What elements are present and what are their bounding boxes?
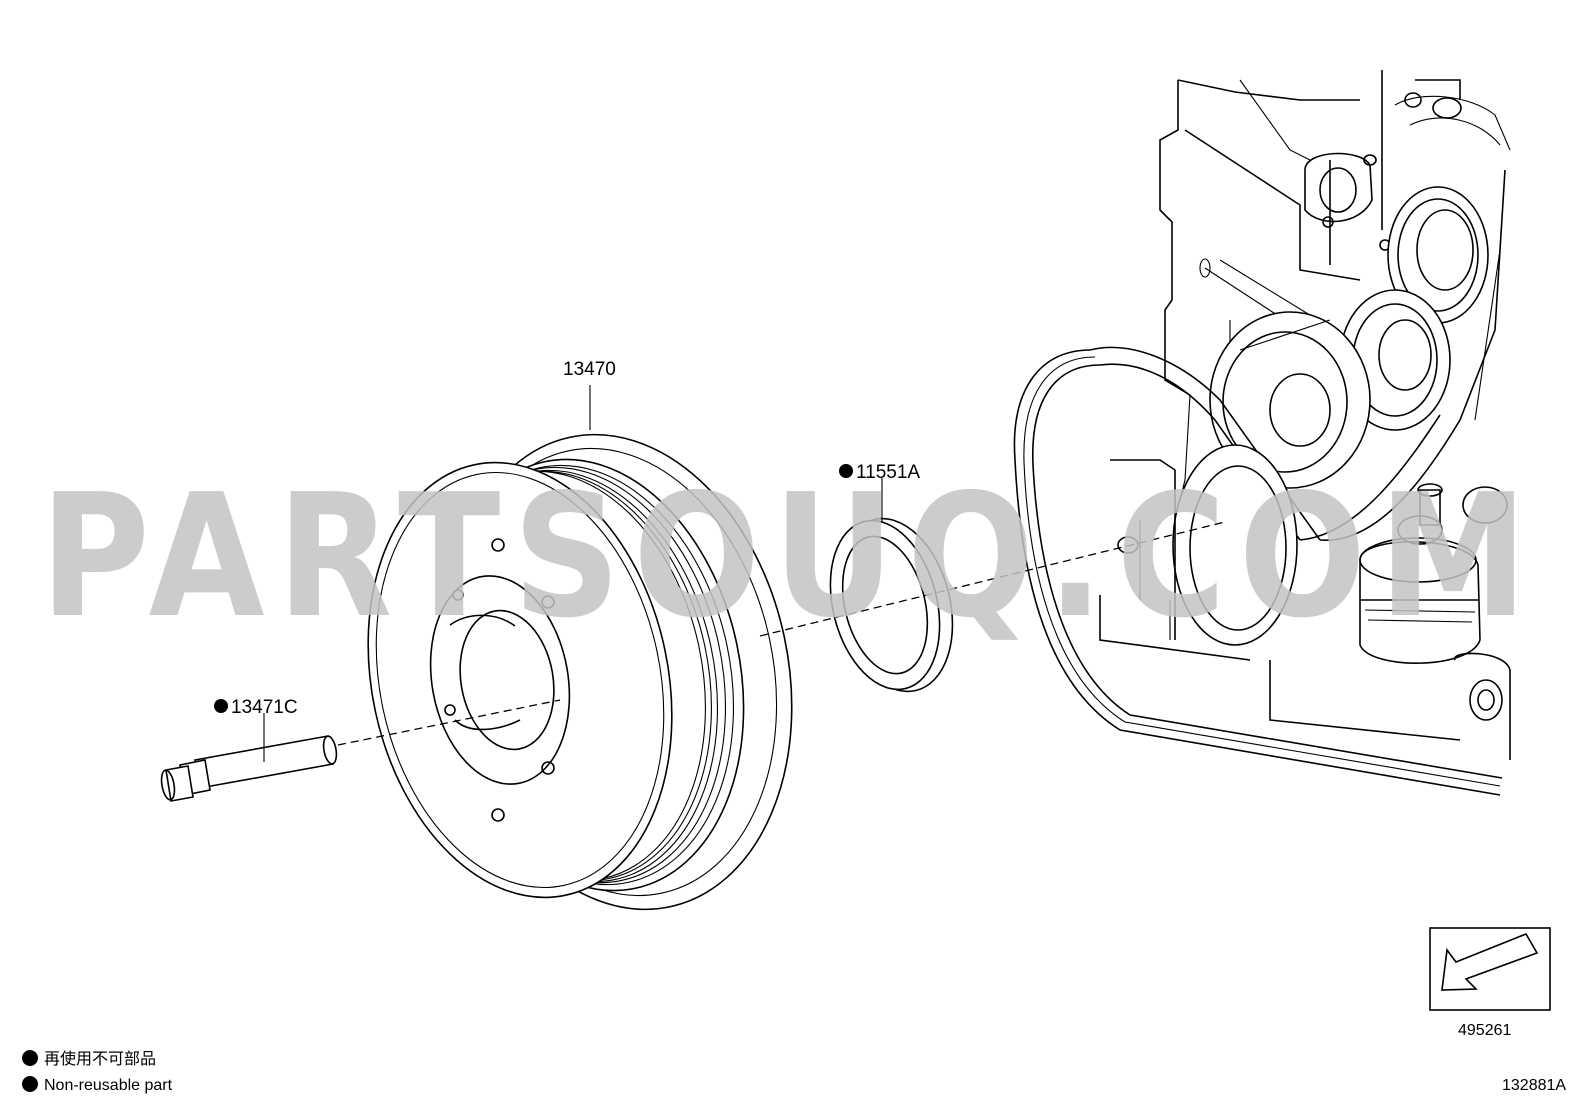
legend-ja: 再使用不可部品 [44,1050,156,1068]
non-reusable-dot-11551A [839,464,853,478]
view-reference [1429,927,1551,1011]
view-reference-number: 495261 [1458,1022,1511,1039]
illustration-id: 132881A [1502,1077,1566,1094]
legend-dot-ja [22,1050,38,1066]
crankshaft-pulley [367,433,793,911]
legend-en: Non-reusable part [44,1077,173,1094]
part-label-13470[interactable]: 13470 [563,359,616,380]
non-reusable-dot-13471C [214,699,228,713]
engine-illustration [1013,70,1511,796]
watermark: PARTSOUQ.COM [40,458,1540,656]
part-label-13471C[interactable]: 13471C [231,697,298,718]
pulley-bolt [160,735,338,802]
oil-seal [829,517,954,693]
assembly-axis [337,521,1226,746]
part-label-11551A[interactable]: 11551A [856,462,920,483]
view-arrow-icon [1441,933,1539,991]
legend-dot-en [22,1076,38,1092]
